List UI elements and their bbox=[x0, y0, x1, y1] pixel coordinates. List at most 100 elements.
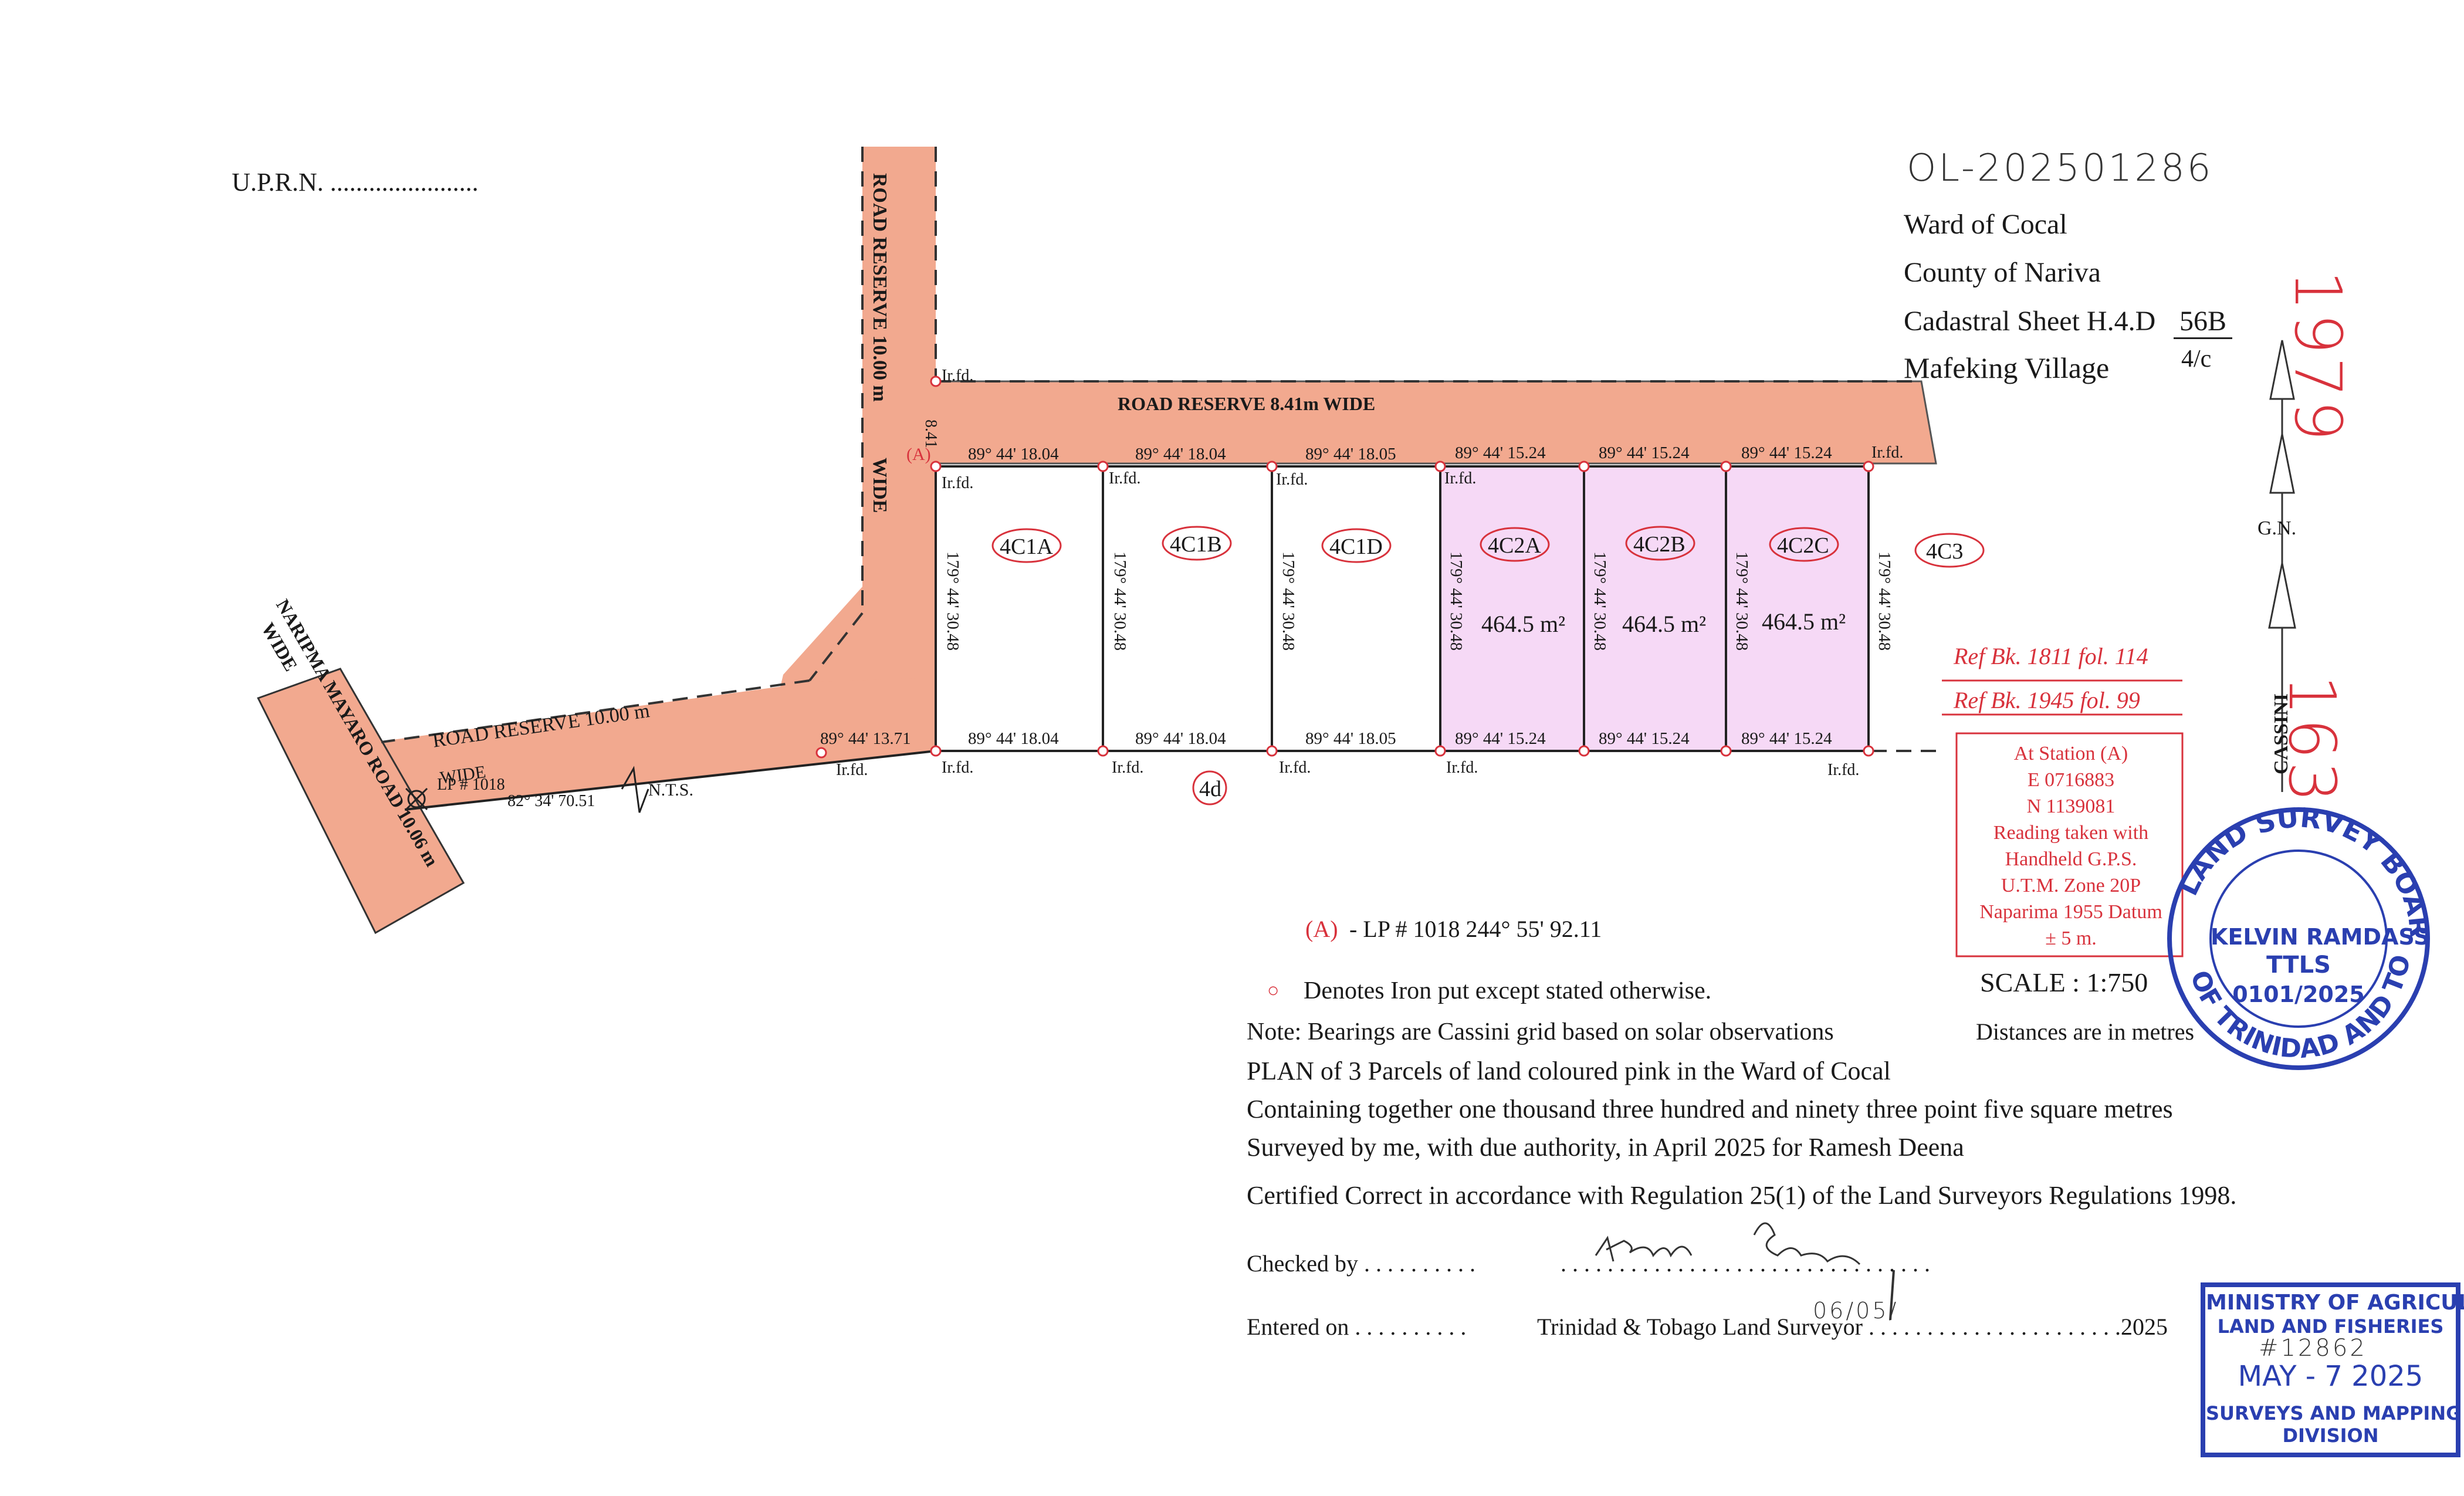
stamp-surveyor-title: TTLS bbox=[2266, 952, 2331, 979]
grid-north-label: G.N. bbox=[2257, 517, 2297, 539]
parcel-label-4C1B: 4C1B bbox=[1170, 532, 1222, 557]
reserve-width-label: 8.41 bbox=[922, 419, 940, 448]
ward-label: Ward of Cocal bbox=[1904, 209, 2067, 240]
ministry-stamp-box bbox=[2201, 1282, 2460, 1457]
iron-label: Ir.fd. bbox=[836, 761, 868, 779]
station-line: E 0716883 bbox=[2027, 769, 2115, 791]
bottom-bearing: 89° 44' 15.24 bbox=[1741, 729, 1832, 748]
top-bearing: 89° 44' 15.24 bbox=[1741, 444, 1832, 462]
entered-date-handwritten: 06/05/ bbox=[1813, 1298, 1899, 1324]
scale-label: SCALE : 1:750 bbox=[1980, 967, 2148, 997]
survey-statement: Surveyed by me, with due authority, in A… bbox=[1247, 1133, 1964, 1162]
surveyor-label: Trinidad & Tobago Land Surveyor . . . . … bbox=[1537, 1314, 2168, 1340]
lp-note-marker: (A) bbox=[1305, 916, 1338, 942]
side-bearing: 179° 44' 30.48 bbox=[943, 551, 962, 651]
distances-note: Distances are in metres bbox=[1976, 1018, 2195, 1045]
ministry-stamp-line1: MINISTRY OF AGRICULTURE bbox=[2206, 1291, 2464, 1315]
iron-legend-text: Denotes Iron put except stated otherwise… bbox=[1304, 977, 1712, 1004]
reference-1: Ref Bk. 1811 fol. 114 bbox=[1954, 643, 2148, 669]
parcel-label-4C1A: 4C1A bbox=[1000, 534, 1053, 559]
cassini-label: CASSINI bbox=[2270, 693, 2292, 774]
parcel-area-4C2A: 464.5 m² bbox=[1481, 611, 1566, 637]
iron-label: Ir.fd. bbox=[1871, 444, 1904, 462]
signature-scribble bbox=[1595, 1222, 1861, 1265]
area-description: Containing together one thousand three h… bbox=[1247, 1095, 2173, 1123]
bottom-bearing: 89° 44' 15.24 bbox=[1455, 729, 1546, 748]
parcel-label-4C2A: 4C2A bbox=[1488, 533, 1541, 558]
lp-label: LP # 1018 bbox=[437, 776, 505, 794]
certification-statement: Certified Correct in accordance with Reg… bbox=[1247, 1181, 2237, 1210]
ministry-stamp-line4: SURVEYS AND MAPPING bbox=[2206, 1402, 2462, 1424]
side-bearing: 179° 44' 30.48 bbox=[1732, 551, 1751, 651]
iron-label: Ir.fd. bbox=[1827, 761, 1860, 779]
top-bearing: 89° 44' 15.24 bbox=[1599, 444, 1690, 462]
iron-label: Ir.fd. bbox=[1279, 759, 1311, 777]
station-line: Reading taken with bbox=[1993, 822, 2149, 844]
top-bearing: 89° 44' 15.24 bbox=[1455, 444, 1546, 462]
ministry-stamp-line2: LAND AND FISHERIES bbox=[2217, 1315, 2444, 1338]
bottom-bearing: 89° 44' 18.05 bbox=[1305, 729, 1396, 748]
iron-label: Ir.fd. bbox=[1109, 469, 1141, 488]
stamp-surveyor-number: 0101/2025 bbox=[2232, 981, 2365, 1007]
iron-label: Ir.fd. bbox=[1444, 469, 1477, 488]
reference-number: OL-202501286 bbox=[1907, 147, 2213, 190]
bottom-bearing: 89° 44' 18.04 bbox=[1135, 729, 1226, 748]
top-bearing: 89° 44' 18.05 bbox=[1305, 445, 1396, 463]
top-bearing: 89° 44' 18.04 bbox=[968, 445, 1059, 463]
iron-label: Ir.fd. bbox=[1112, 759, 1144, 777]
parcel-label-4C2B: 4C2B bbox=[1633, 532, 1685, 557]
round-stamp-outer bbox=[2167, 807, 2430, 1070]
station-line: U.T.M. Zone 20P bbox=[2001, 875, 2141, 896]
reference-2: Ref Bk. 1945 fol. 99 bbox=[1954, 687, 2140, 713]
station-a-marker: (A) bbox=[906, 445, 931, 464]
station-line: Handheld G.P.S. bbox=[2005, 848, 2137, 870]
station-box bbox=[1955, 732, 2184, 957]
iron-legend-icon: ○ bbox=[1267, 980, 1280, 1001]
side-number-top: 1979 bbox=[2280, 270, 2355, 444]
iron-label: Ir.fd. bbox=[942, 474, 974, 492]
parcel-area-4C2C: 464.5 m² bbox=[1762, 608, 1846, 635]
plan-description: PLAN of 3 Parcels of land coloured pink … bbox=[1247, 1057, 1891, 1085]
iron-label: Ir.fd. bbox=[942, 367, 974, 385]
entered-on-label: Entered on . . . . . . . . . . bbox=[1247, 1314, 1467, 1340]
lp-marker bbox=[407, 790, 426, 808]
side-bearing: 179° 44' 30.48 bbox=[1590, 551, 1609, 651]
vertical-road-label: ROAD RESERVE 10.00 m bbox=[869, 173, 891, 402]
cadastral-sheet-label: Cadastral Sheet H.4.D bbox=[1904, 306, 2156, 337]
iron-label: Ir.fd. bbox=[942, 759, 974, 777]
village-label: Mafeking Village bbox=[1904, 351, 2110, 384]
nts-label: N.T.S. bbox=[648, 780, 693, 800]
bottom-left-bearing: 89° 44' 13.71 bbox=[820, 729, 911, 748]
bearing-note: Note: Bearings are Cassini grid based on… bbox=[1247, 1018, 1834, 1045]
side-bearing: 179° 44' 30.48 bbox=[1875, 551, 1894, 651]
parcel-area-4C2B: 464.5 m² bbox=[1622, 611, 1707, 637]
top-road-label: ROAD RESERVE 8.41m WIDE bbox=[1118, 393, 1376, 414]
parcel-fill-4C2B bbox=[1584, 466, 1726, 751]
iron-label: Ir.fd. bbox=[1276, 471, 1308, 489]
vertical-road-wide: WIDE bbox=[869, 458, 891, 513]
station-line: At Station (A) bbox=[2013, 743, 2128, 764]
county-label: County of Nariva bbox=[1904, 257, 2101, 288]
station-line: N 1139081 bbox=[2026, 796, 2116, 817]
parcel-fill-4C2C bbox=[1726, 466, 1869, 751]
cadastral-sheet-number: 56B bbox=[2174, 305, 2233, 339]
parcel-label-4C2C: 4C2C bbox=[1777, 533, 1829, 558]
adjacent-label-4d: 4d bbox=[1199, 777, 1221, 801]
cadastral-sheet-sub: 4/c bbox=[2181, 346, 2212, 373]
uprn-label: U.P.R.N. ....................... bbox=[232, 168, 479, 197]
lower-bearing: 82° 34' 70.51 bbox=[507, 792, 595, 810]
adjacent-label-4C3: 4C3 bbox=[1926, 539, 1964, 564]
lower-road-reserve bbox=[375, 678, 936, 810]
top-bearing: 89° 44' 18.04 bbox=[1135, 445, 1226, 463]
bottom-bearing: 89° 44' 18.04 bbox=[968, 729, 1059, 748]
checked-by-label: Checked by . . . . . . . . . . bbox=[1247, 1250, 1475, 1277]
bottom-bearing: 89° 44' 15.24 bbox=[1599, 729, 1690, 748]
stamp-surveyor-name: KELVIN RAMDASS bbox=[2211, 924, 2430, 950]
iron-label: Ir.fd. bbox=[1446, 759, 1478, 777]
parcel-label-4C1D: 4C1D bbox=[1329, 534, 1383, 559]
ministry-stamp-date: MAY - 7 2025 bbox=[2238, 1360, 2424, 1393]
signature-line: . . . . . . . . . . . . . . . . . . . . … bbox=[1561, 1250, 1930, 1277]
side-bearing: 179° 44' 30.48 bbox=[1447, 551, 1465, 651]
parcel-fill-4C2A bbox=[1440, 466, 1584, 751]
